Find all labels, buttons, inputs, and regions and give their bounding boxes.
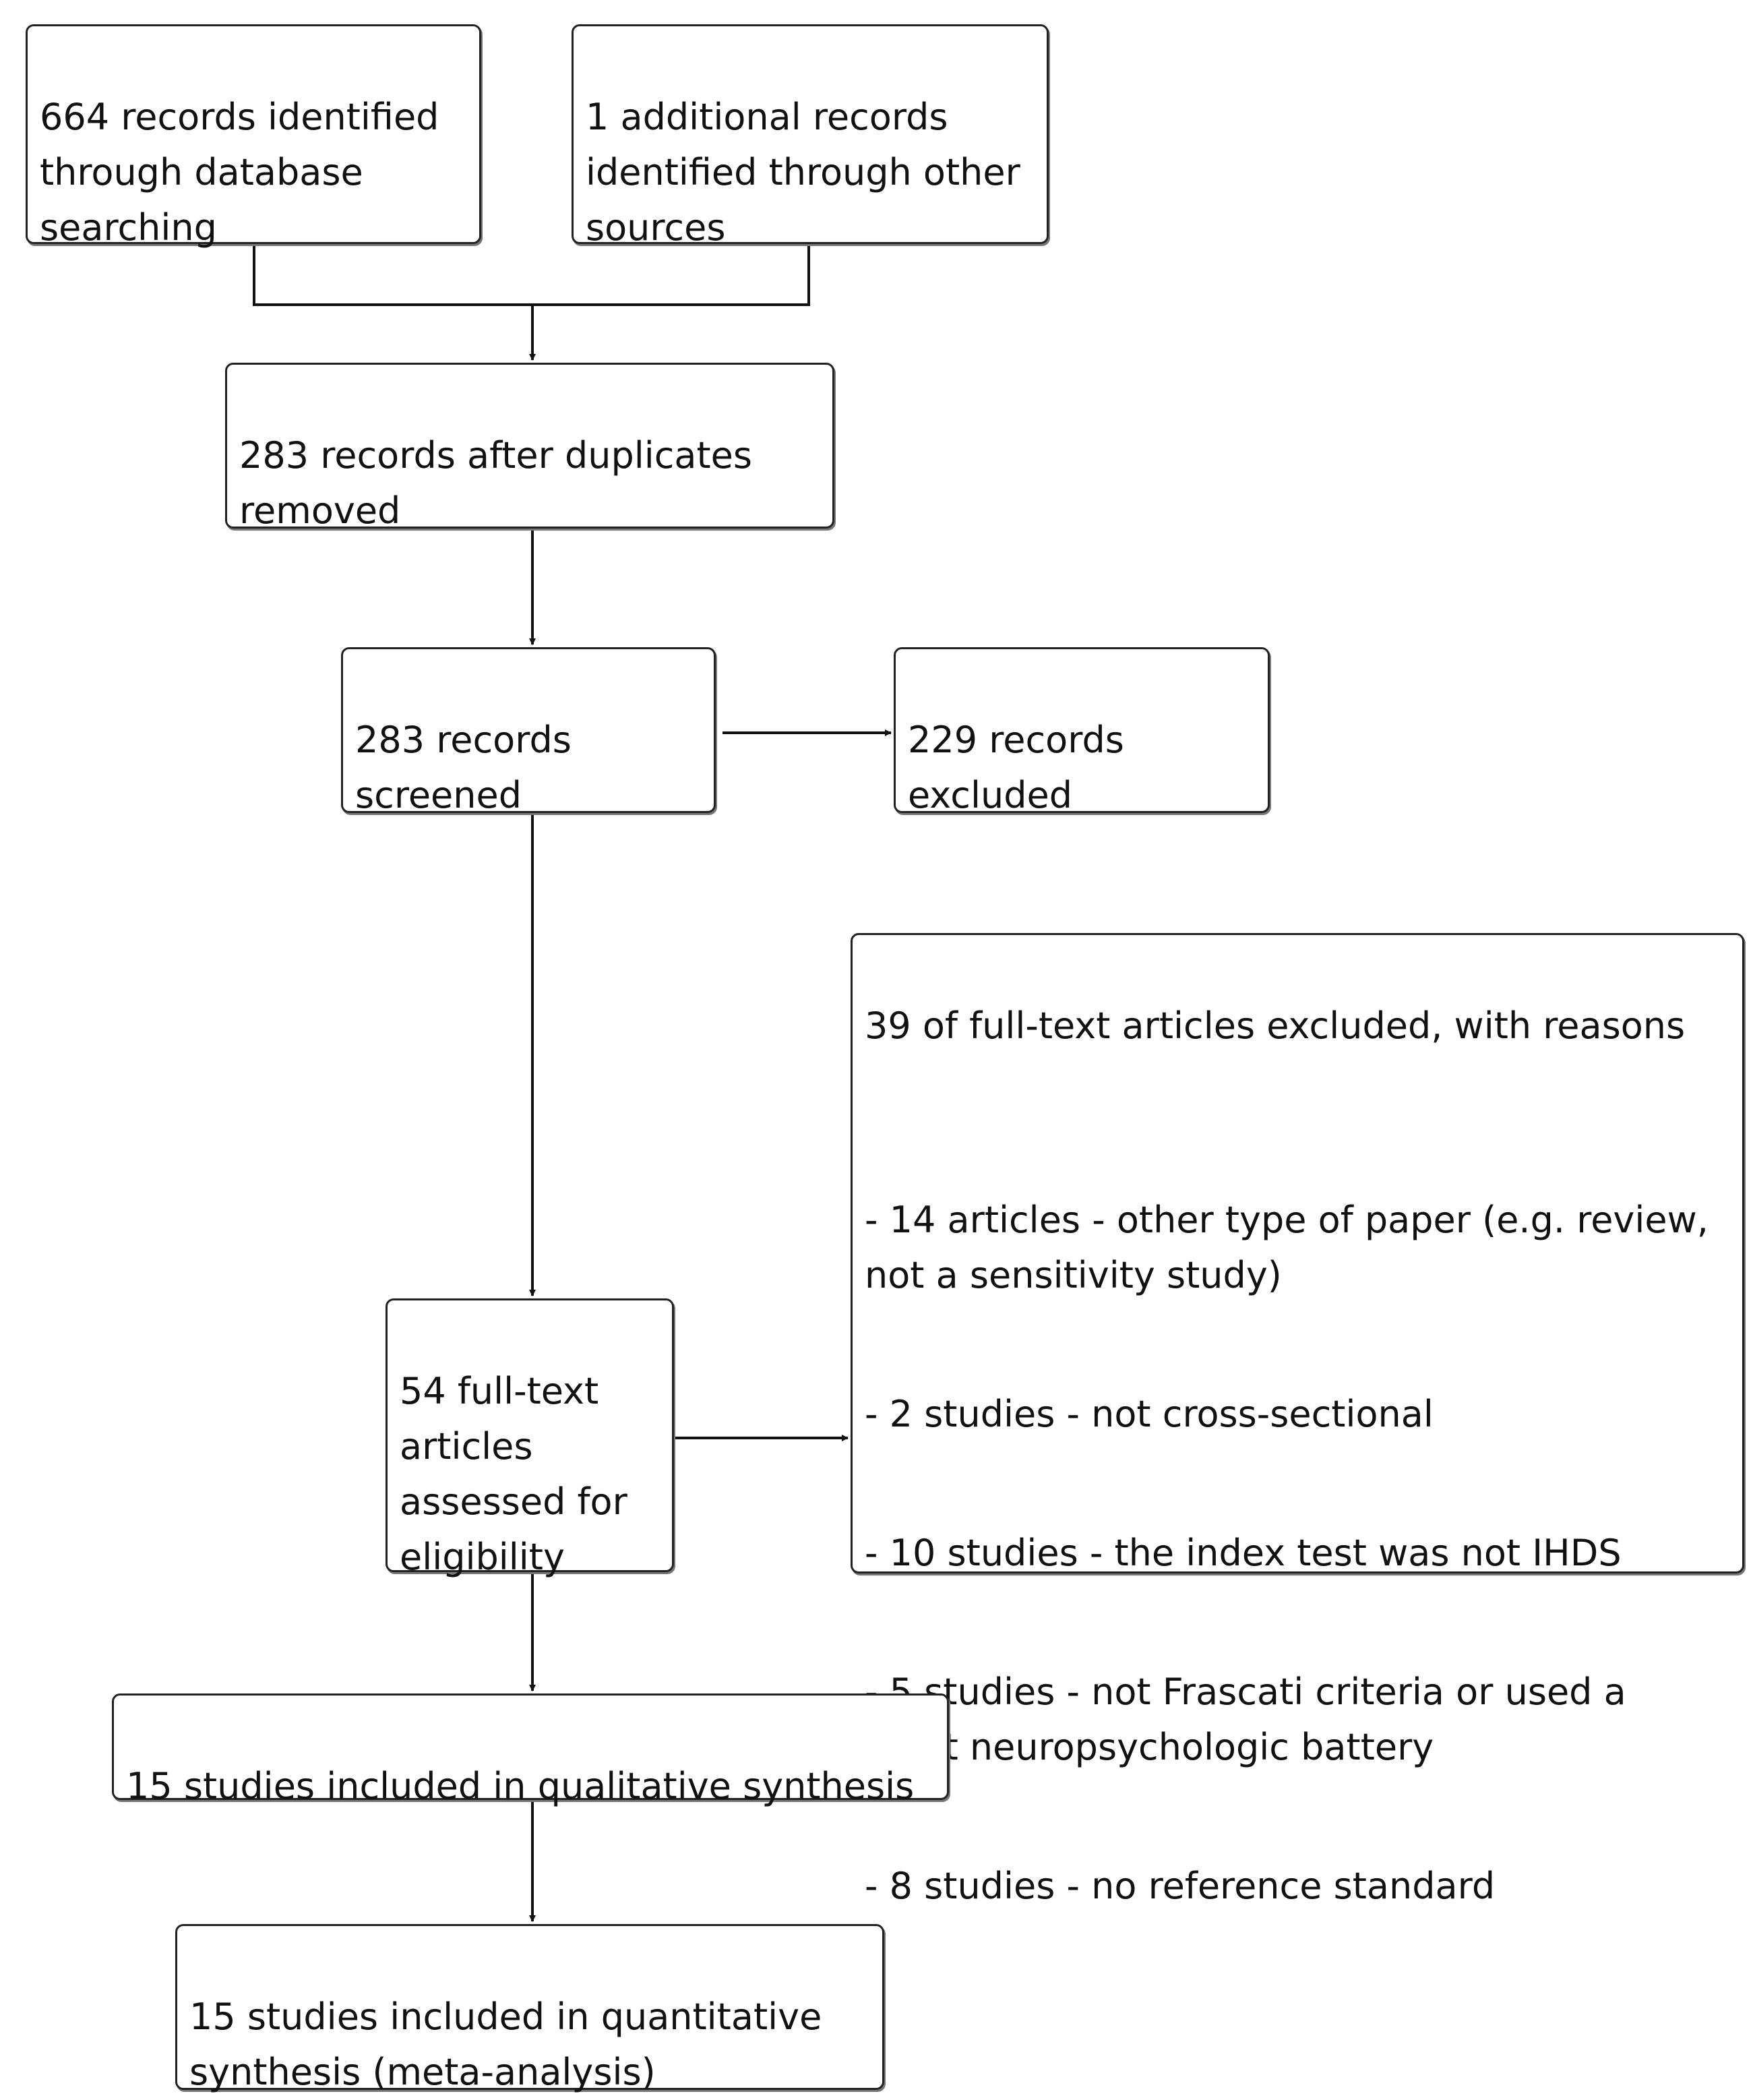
qualitative-synthesis-box: 15 studies included in qualitative synth…	[112, 1693, 949, 1807]
fulltext-excluded-title: 39 of full-text articles excluded, with …	[865, 1004, 1686, 1047]
fulltext-excluded-box: 39 of full-text articles excluded, with …	[851, 933, 1744, 1907]
connector-identification-merge	[253, 244, 810, 306]
qualitative-synthesis-text: 15 studies included in qualitative synth…	[126, 1765, 915, 1807]
exclusion-reasons-list: - 14 articles - other type of paper (e.g…	[865, 1109, 1730, 1969]
identification-other-sources-box: 1 additional records identified through …	[572, 24, 1049, 249]
fulltext-assessed-text: 54 full-text articles assessed for eligi…	[400, 1370, 627, 1578]
after-duplicates-box: 283 records after duplicates removed	[225, 363, 834, 532]
fulltext-assessed-box: 54 full-text articles assessed for eligi…	[386, 1298, 674, 1578]
after-duplicates-text: 283 records after duplicates removed	[239, 434, 753, 532]
exclusion-reason: - 10 studies - the index test was not IH…	[865, 1532, 1622, 1574]
quantitative-synthesis-text: 15 studies included in quantitative synt…	[189, 1996, 822, 2093]
records-excluded-box: 229 records excluded	[894, 647, 1270, 816]
screened-box: 283 records screened	[341, 647, 716, 816]
identification-other-sources-text: 1 additional records identified through …	[586, 96, 1020, 249]
screened-text: 283 records screened	[355, 719, 572, 816]
exclusion-reason: - 8 studies - no reference standard	[865, 1865, 1496, 1907]
identification-database-text: 664 records identified through database …	[40, 96, 439, 249]
exclusion-reason: - 2 studies - not cross-sectional	[865, 1393, 1434, 1435]
records-excluded-text: 229 records excluded	[908, 719, 1124, 816]
exclusion-reason: - 5 studies - not Frascati criteria or u…	[865, 1671, 1626, 1768]
exclusion-reason: - 14 articles - other type of paper (e.g…	[865, 1199, 1709, 1296]
identification-database-box: 664 records identified through database …	[26, 24, 481, 249]
quantitative-synthesis-box: 15 studies included in quantitative synt…	[175, 1924, 884, 2093]
